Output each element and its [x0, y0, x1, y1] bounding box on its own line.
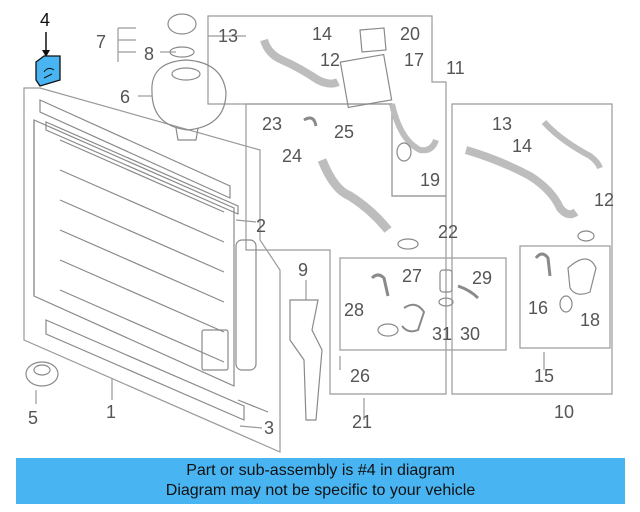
callout-19: 19	[420, 170, 440, 190]
mount-5-shape	[25, 361, 59, 387]
banner-line-2: Diagram may not be specific to your vehi…	[165, 482, 476, 499]
callout-5: 5	[28, 408, 38, 428]
callout-27: 27	[402, 266, 422, 286]
info-banner: Part or sub-assembly is #4 in diagram Di…	[16, 458, 625, 504]
callout-17: 17	[404, 50, 424, 70]
callout-13a: 13	[218, 26, 238, 46]
radiator-group-outline	[23, 87, 281, 453]
callout-1: 1	[106, 402, 116, 422]
banner-line-1: Part or sub-assembly is #4 in diagram	[186, 462, 455, 479]
callout-13b: 13	[492, 114, 512, 134]
callout-9: 9	[298, 260, 308, 280]
callout-4: 4	[40, 10, 50, 30]
expansion-tank-shape	[151, 13, 227, 141]
hose-group-right-outline	[451, 103, 613, 395]
callout-12b: 12	[594, 190, 614, 210]
callout-7: 7	[96, 32, 106, 52]
callout-22: 22	[438, 222, 458, 242]
callout-14a: 14	[312, 24, 332, 44]
hose-12-upper-shape	[260, 38, 340, 88]
callout-26: 26	[350, 366, 370, 386]
part-4-highlight[interactable]	[35, 55, 61, 87]
callout-21: 21	[352, 412, 372, 432]
callout-24: 24	[282, 146, 302, 166]
callout-16: 16	[528, 298, 548, 318]
callout-15: 15	[534, 366, 554, 386]
parts-diagram: 4 7 8 6 13 14 12 20 17 11 23 25 24 19 13…	[23, 10, 614, 453]
callout-31: 31	[432, 324, 452, 344]
callout-29: 29	[472, 268, 492, 288]
callout-3: 3	[264, 418, 274, 438]
callout-8: 8	[144, 44, 154, 64]
callout-10: 10	[554, 402, 574, 422]
callout-6: 6	[120, 87, 130, 107]
radiator-shape	[33, 99, 269, 421]
hose-17-shape	[389, 103, 439, 154]
hose-24-shape	[317, 158, 392, 233]
hose-box-26-outline	[339, 257, 507, 351]
callout-12a: 12	[320, 50, 340, 70]
callout-28: 28	[344, 300, 364, 320]
callout-18: 18	[580, 310, 600, 330]
callout-2: 2	[256, 216, 266, 236]
hose-group-middle-outline	[245, 103, 447, 395]
callout-14b: 14	[512, 136, 532, 156]
callout-30: 30	[460, 324, 480, 344]
callout-20: 20	[400, 24, 420, 44]
callout-25: 25	[334, 122, 354, 142]
callout-11: 11	[446, 58, 465, 78]
hose-box-15-outline	[519, 245, 611, 349]
bracket-9-shape	[289, 299, 323, 421]
flange-20-shape	[359, 27, 387, 53]
hose-14-right-shape	[464, 146, 579, 219]
callout-23: 23	[262, 114, 282, 134]
